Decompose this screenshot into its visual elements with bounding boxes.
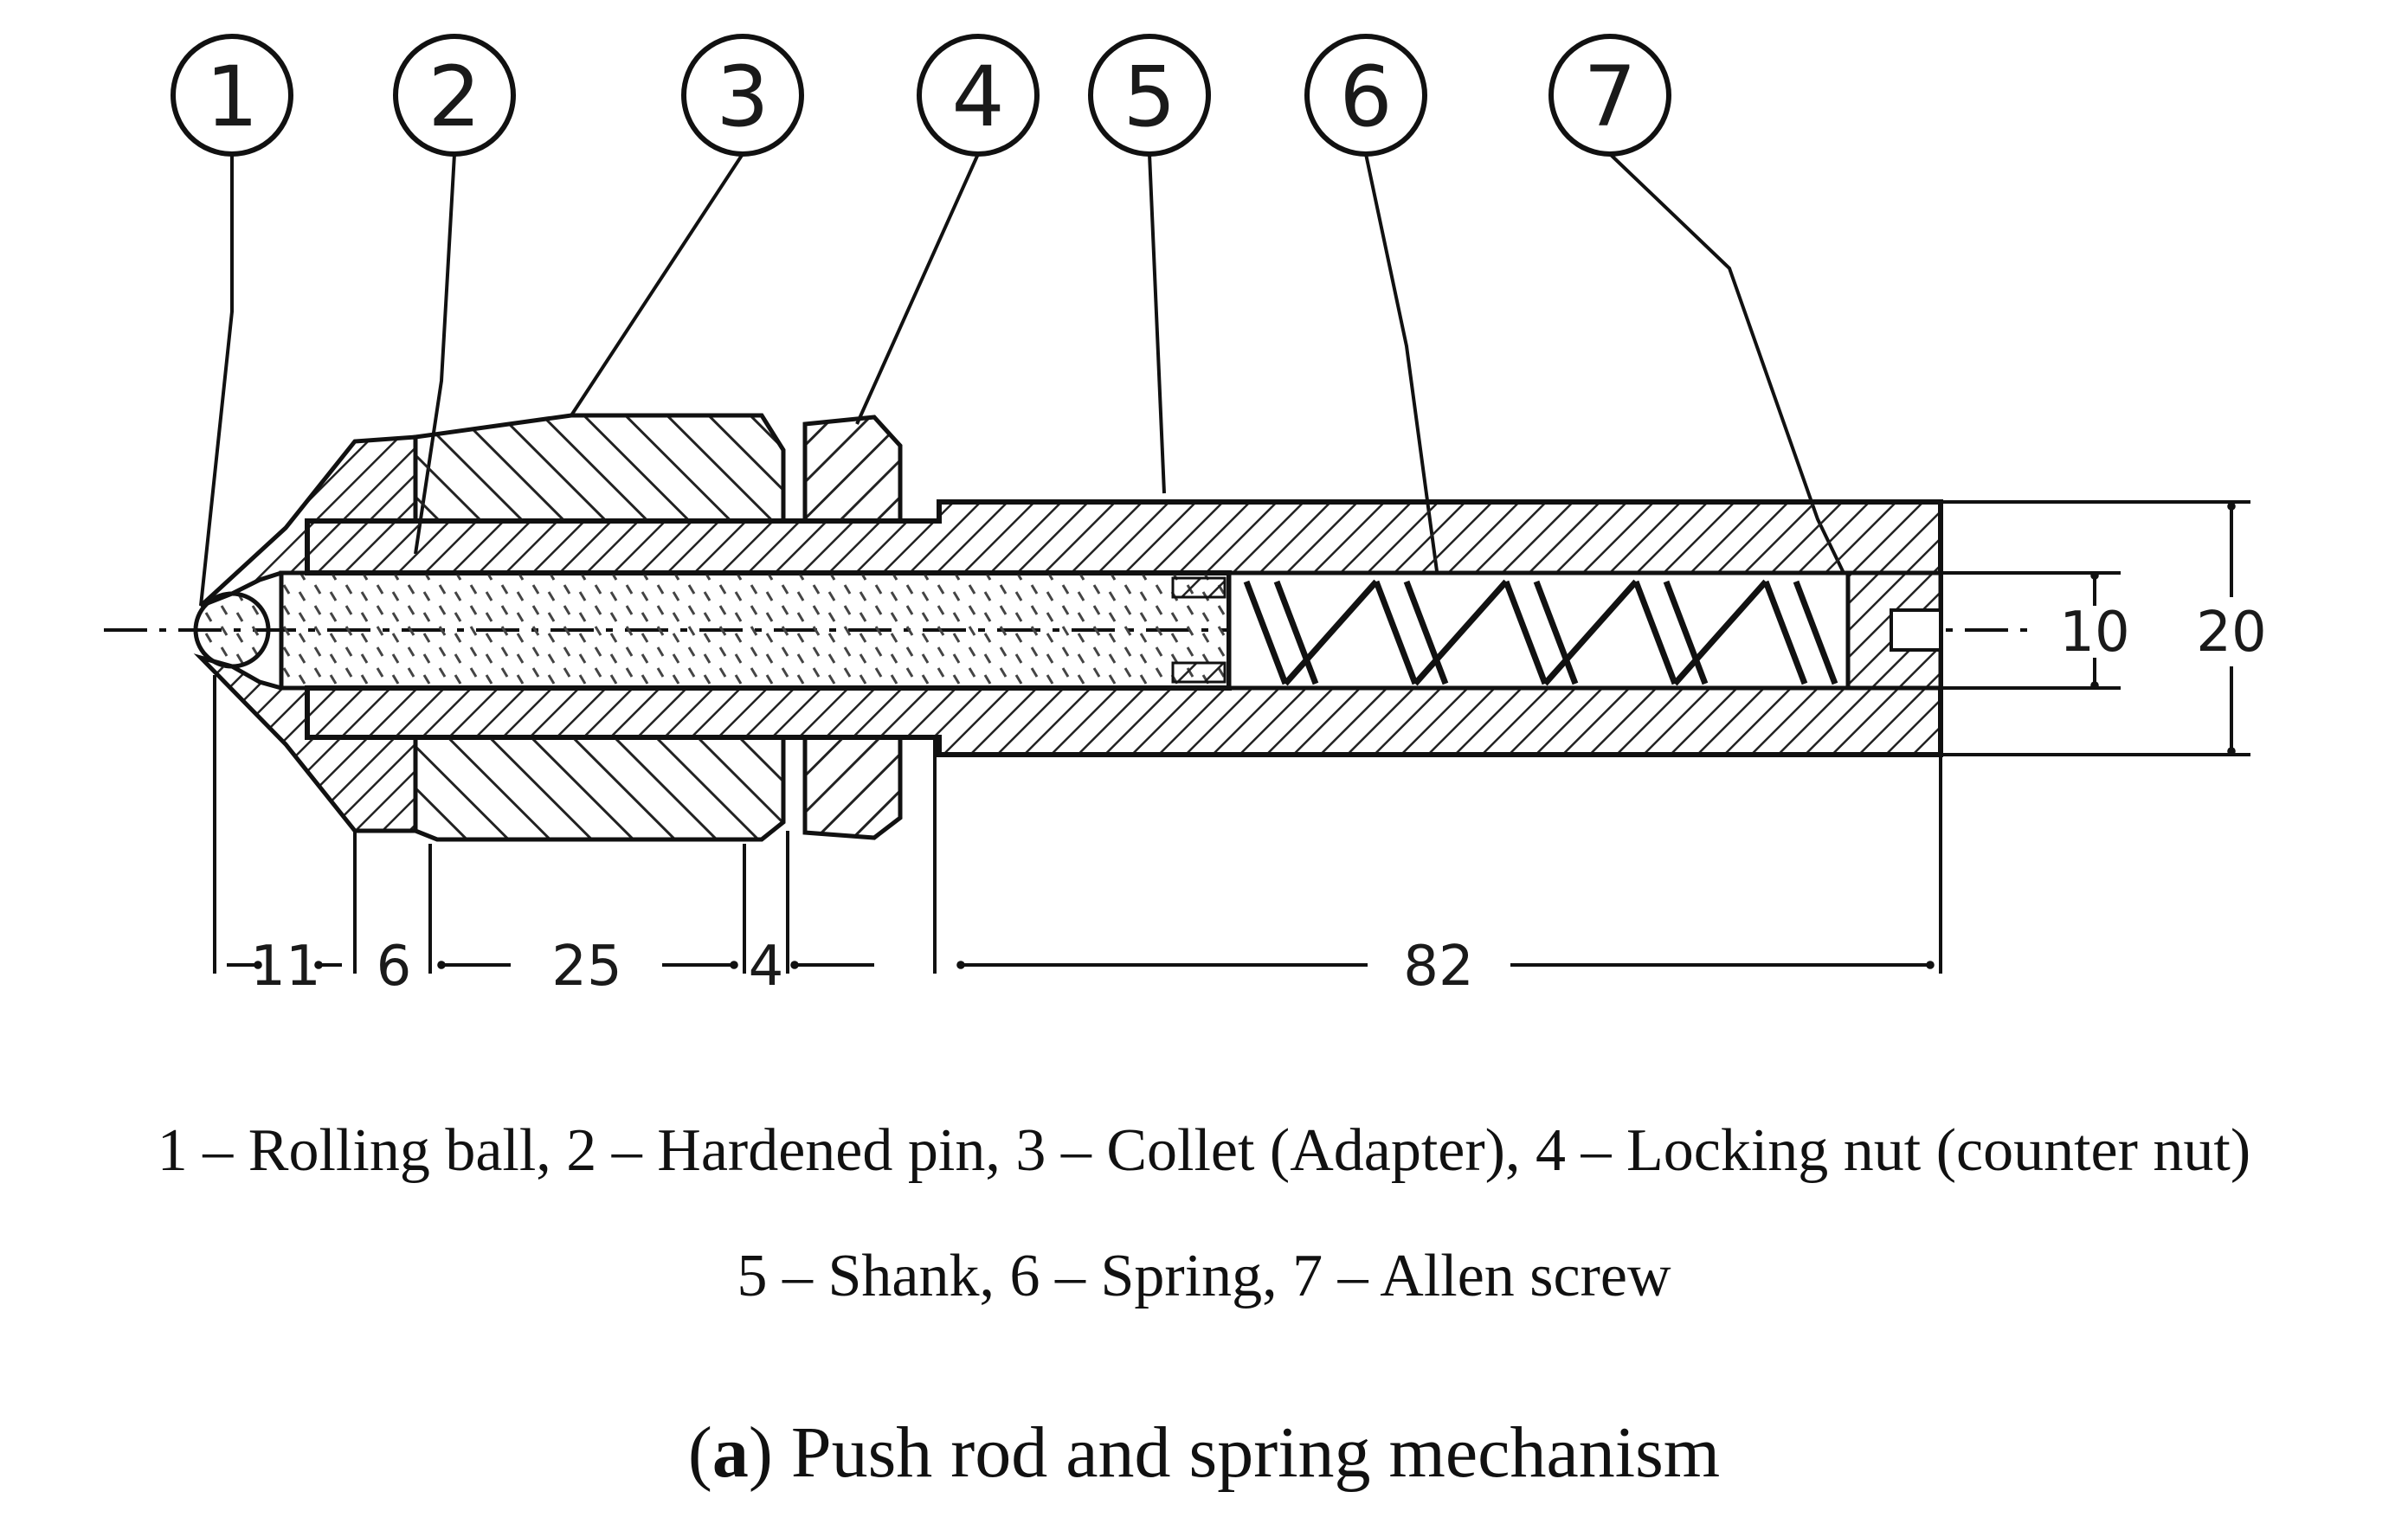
dim-bore: 10 (2059, 601, 2129, 665)
svg-text:3: 3 (716, 48, 769, 145)
callout-3: 3 (681, 34, 804, 157)
dim-ball: 11 (250, 935, 320, 999)
callout-1: 1 (171, 34, 293, 157)
callout-2: 2 (393, 34, 516, 157)
svg-text:7: 7 (1583, 48, 1636, 145)
callout-7: 7 (1548, 34, 1671, 157)
dim-gap: 4 (749, 935, 784, 999)
svg-text:1: 1 (205, 48, 258, 145)
svg-text:2: 2 (428, 48, 480, 145)
callout-6: 6 (1304, 34, 1427, 157)
svg-text:6: 6 (1339, 48, 1392, 145)
dimension-lines (227, 502, 2236, 969)
dim-collet-chamfer: 6 (377, 935, 412, 999)
callout-4: 4 (917, 34, 1040, 157)
svg-text:4: 4 (951, 48, 1004, 145)
legend-line-1: 1 – Rolling ball, 2 – Hardened pin, 3 – … (157, 1117, 2251, 1184)
collet (193, 413, 786, 842)
spring (1171, 576, 1838, 686)
locking-nut (802, 415, 903, 840)
callout-5: 5 (1088, 34, 1211, 157)
caption-label: a (711, 1412, 749, 1493)
hardened-pin (279, 570, 1232, 691)
legend-line-2: 5 – Shank, 6 – Spring, 7 – Allen screw (737, 1243, 1671, 1309)
dim-collet: 25 (551, 935, 621, 999)
allen-screw (1845, 570, 1943, 691)
svg-text:5: 5 (1123, 48, 1175, 145)
caption-text: Push rod and spring mechanism (772, 1412, 1721, 1493)
dim-outer: 20 (2196, 601, 2266, 665)
shank (305, 499, 1943, 757)
dim-shank-length: 82 (1403, 935, 1473, 999)
figure-caption: (a) Push rod and spring mechanism (687, 1412, 1721, 1493)
